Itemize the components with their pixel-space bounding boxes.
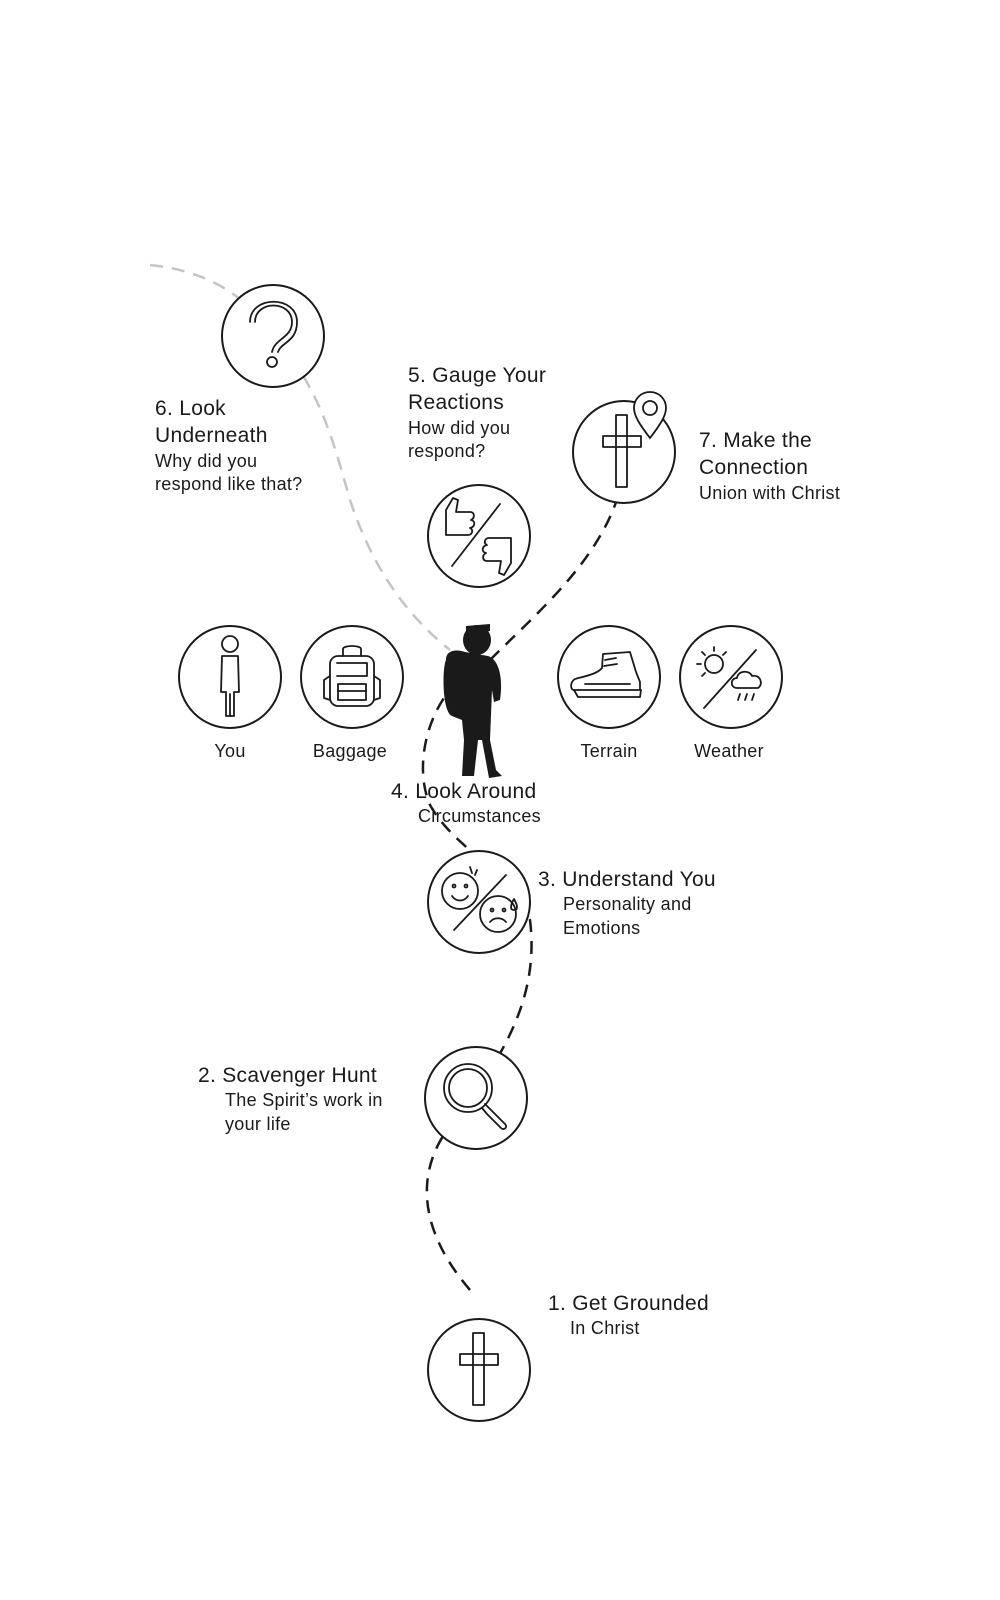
step-2-subtitle-line-1: The Spirit’s work in	[225, 1090, 383, 1111]
faded-path	[149, 263, 451, 651]
step-7-icon-circle	[572, 391, 676, 504]
circumstance-label-weather: Weather	[694, 741, 764, 761]
backpack-icon	[323, 645, 381, 707]
circumstance-label-baggage: Baggage	[312, 741, 388, 761]
journey-path-to-connection	[489, 489, 622, 661]
step-6-label: 6. Look Underneath Why did you respond l…	[155, 395, 303, 496]
step-2-label: 2. Scavenger Hunt The Spirit’s work in y…	[198, 1062, 383, 1136]
step-4-label: 4. Look Around Circumstances	[391, 778, 541, 829]
hiker-icon	[443, 624, 502, 778]
magnifier-icon	[443, 1063, 507, 1130]
boot-icon	[570, 651, 642, 698]
step-1-title: 1. Get Grounded	[548, 1292, 709, 1315]
weather-icon-circle	[679, 625, 783, 729]
step-6-subtitle-line-1: Why did you	[155, 450, 258, 471]
person-icon	[220, 635, 240, 717]
step-6-subtitle-line-2: respond like that?	[155, 473, 303, 494]
step-3-icon-circle	[427, 850, 531, 954]
step-3-subtitle-line-2: Emotions	[563, 917, 641, 938]
circumstance-label-terrain: Terrain	[580, 741, 638, 761]
step-4-title: 4. Look Around	[391, 780, 537, 803]
step-7-title-line-1: 7. Make the	[699, 429, 813, 452]
step-5-subtitle-line-2: respond?	[408, 440, 486, 461]
baggage-icon-circle	[300, 625, 404, 729]
happy-sad-faces-icon	[441, 866, 518, 933]
you-icon-circle	[178, 625, 282, 729]
step-4-subtitle: Circumstances	[418, 806, 541, 827]
step-7-title-line-2: Connection	[699, 456, 809, 480]
cross-icon	[459, 1332, 499, 1406]
cross-location-pin-icon	[602, 391, 667, 488]
step-3-label: 3. Understand You Personality and Emotio…	[538, 866, 716, 940]
step-7-label: 7. Make the Connection Union with Christ	[699, 427, 840, 505]
step-5-title-line-1: 5. Gauge Your	[408, 364, 547, 387]
step-2-icon-circle	[424, 1046, 528, 1150]
step-1-label: 1. Get Grounded In Christ	[548, 1290, 709, 1341]
step-6-title-line-1: 6. Look	[155, 397, 226, 420]
step-5-subtitle-line-1: How did you	[408, 417, 511, 438]
terrain-icon-circle	[557, 625, 661, 729]
step-1-icon-circle	[427, 1318, 531, 1422]
step-6-title-line-2: Underneath	[155, 424, 268, 448]
step-3-subtitle-line-1: Personality and	[563, 894, 692, 915]
step-7-subtitle: Union with Christ	[699, 482, 841, 503]
question-mark-icon	[249, 301, 298, 368]
step-5-icon-circle	[427, 484, 531, 588]
circumstance-label-you: You	[214, 741, 246, 761]
journey-path	[421, 689, 533, 1291]
thumbs-up-down-icon	[445, 497, 512, 576]
step-1-subtitle: In Christ	[570, 1318, 640, 1339]
step-6-icon-circle	[221, 284, 325, 388]
step-2-title: 2. Scavenger Hunt	[198, 1064, 378, 1087]
step-5-label: 5. Gauge Your Reactions How did you resp…	[408, 362, 546, 463]
sun-rain-icon	[696, 646, 762, 709]
step-5-title-line-2: Reactions	[408, 391, 505, 415]
step-3-title: 3. Understand You	[538, 868, 716, 891]
step-2-subtitle-line-2: your life	[225, 1113, 291, 1134]
